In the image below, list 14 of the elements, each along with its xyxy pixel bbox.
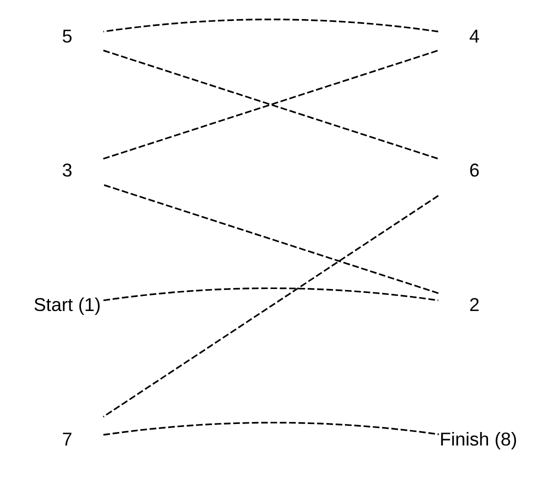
node-text: 3 [62, 160, 72, 181]
connector [102, 195, 439, 418]
node-text: Finish (8) [440, 428, 518, 450]
connector [103, 18, 438, 32]
node-text: 6 [469, 160, 480, 181]
node-text: 4 [469, 25, 480, 46]
node-text: 2 [469, 294, 480, 316]
node-text: 5 [62, 25, 72, 46]
node-text: 7 [62, 428, 72, 450]
node-text: Start (1) [34, 294, 101, 316]
connector [103, 422, 439, 436]
connector [103, 50, 439, 160]
connector [103, 287, 438, 302]
connector [103, 184, 439, 294]
